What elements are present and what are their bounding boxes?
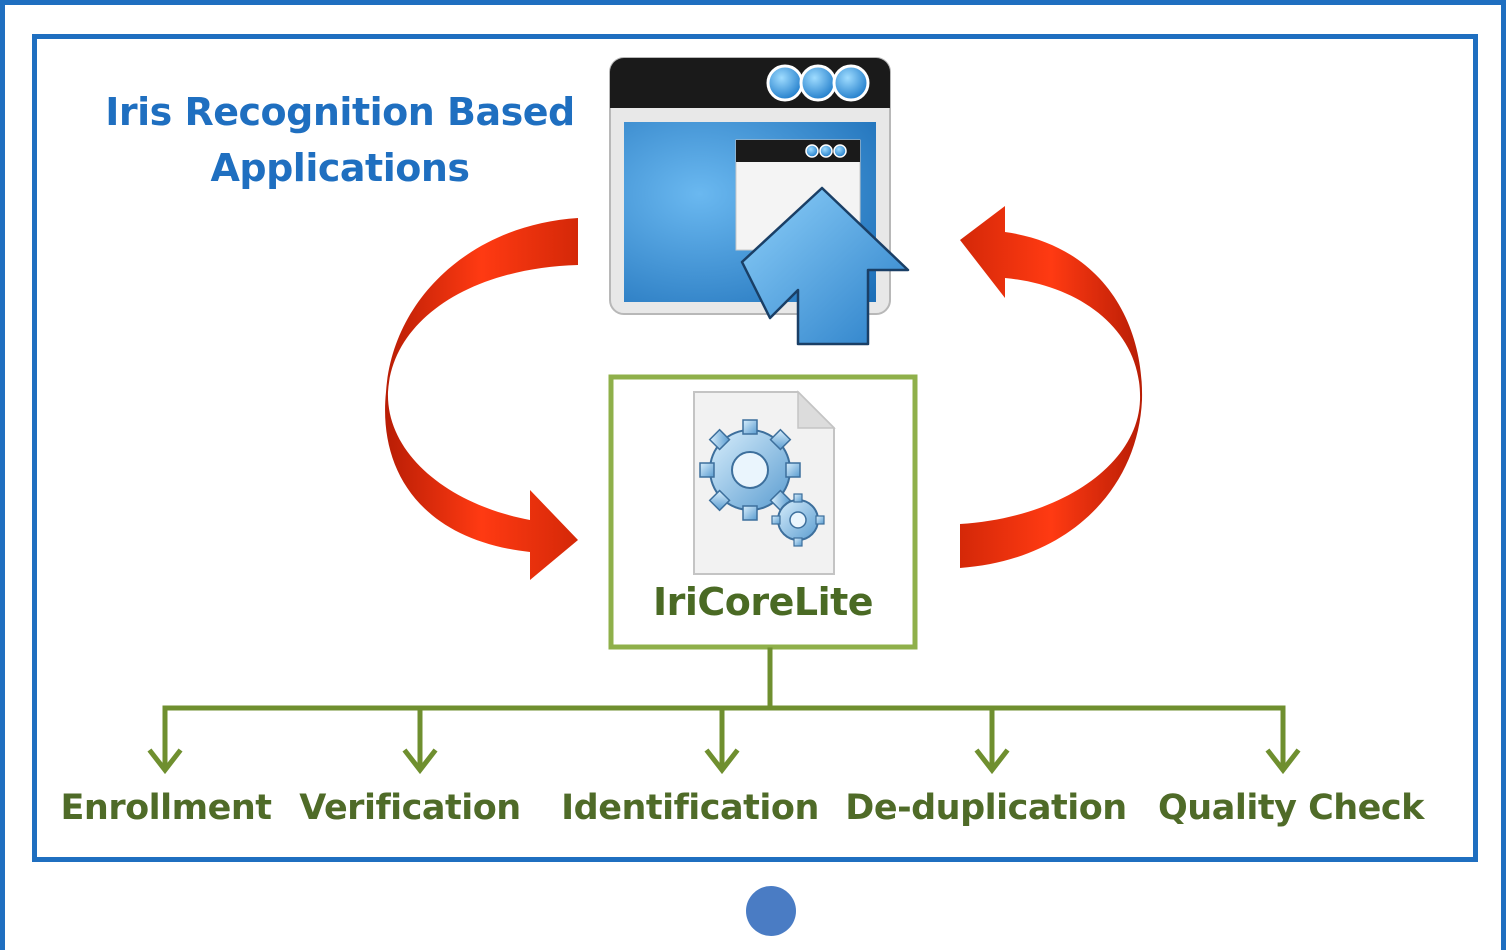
page-title: Iris Recognition Based Applications [90, 84, 590, 196]
title-line-2: Applications [210, 146, 471, 190]
function-label-quality-check: Quality Check [1158, 788, 1424, 828]
function-label-deduplication: De-duplication [845, 788, 1127, 828]
title-line-1: Iris Recognition Based [105, 90, 575, 134]
left-cycle-arrow-icon [385, 218, 578, 580]
function-label-verification: Verification [299, 788, 521, 828]
core-label: IriCoreLite [652, 580, 874, 624]
slide-dot [746, 886, 796, 936]
function-tree [147, 647, 1301, 775]
function-label-identification: Identification [561, 788, 819, 828]
function-label-enrollment: Enrollment [60, 788, 272, 828]
app-window-icon [609, 57, 910, 346]
right-cycle-arrow-icon [960, 206, 1143, 568]
diagram-frame [32, 34, 1478, 862]
gears-file-icon [693, 390, 836, 575]
